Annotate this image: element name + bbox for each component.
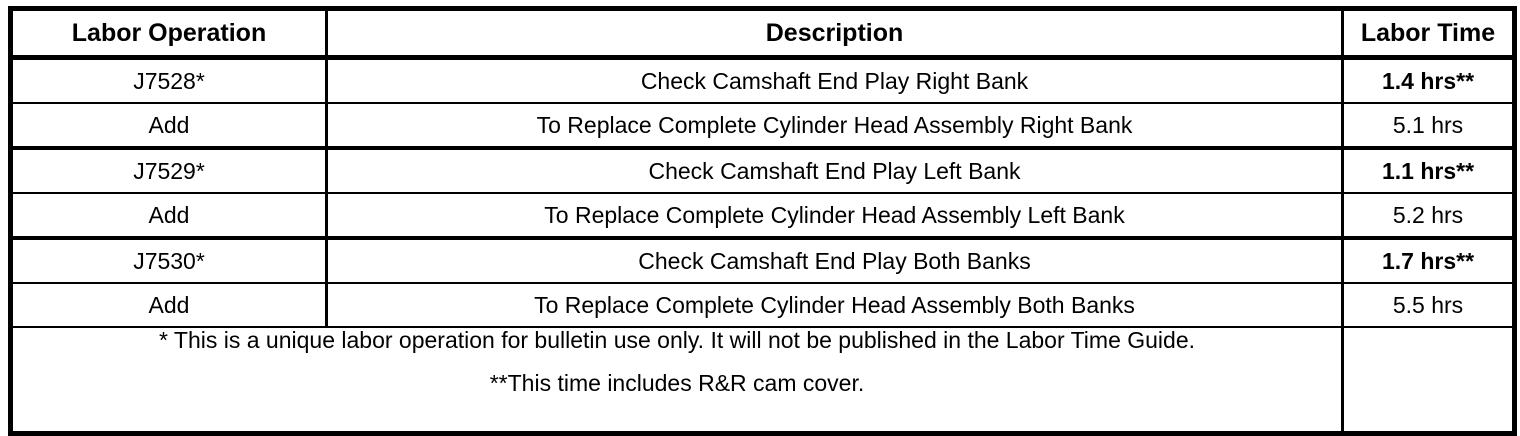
cell-description: To Replace Complete Cylinder Head Assemb… [325, 102, 1344, 148]
labor-operation-sheet: Labor Operation Description Labor Time J… [8, 6, 1517, 436]
cell-labor-operation: Add [9, 102, 328, 148]
table-row: J7529* Check Camshaft End Play Left Bank… [9, 146, 1516, 193]
cell-description: Check Camshaft End Play Both Banks [325, 236, 1344, 283]
footnote-cell: * This is a unique labor operation for b… [9, 326, 1344, 434]
table-row: J7530* Check Camshaft End Play Both Bank… [9, 236, 1516, 283]
cell-labor-time: 1.4 hrs** [1341, 55, 1516, 103]
cell-labor-time: 5.5 hrs [1341, 282, 1516, 327]
cell-description: To Replace Complete Cylinder Head Assemb… [325, 282, 1344, 327]
table-footnote-row: * This is a unique labor operation for b… [9, 326, 1516, 434]
footnote-spacer [19, 353, 1335, 371]
cell-labor-time: 1.1 hrs** [1341, 146, 1516, 193]
cell-labor-operation: Add [9, 192, 328, 238]
table-row: Add To Replace Complete Cylinder Head As… [9, 102, 1516, 148]
table-row: Add To Replace Complete Cylinder Head As… [9, 192, 1516, 238]
cell-labor-time: 5.1 hrs [1341, 102, 1516, 148]
column-header-description: Description [325, 8, 1344, 60]
table-row: Add To Replace Complete Cylinder Head As… [9, 282, 1516, 327]
column-header-labor-operation: Labor Operation [9, 8, 328, 60]
footnote-labor-time-blank-cell [1341, 326, 1516, 434]
table-header-row: Labor Operation Description Labor Time [9, 8, 1516, 60]
cell-labor-operation: Add [9, 282, 328, 327]
table-head: Labor Operation Description Labor Time [9, 8, 1516, 60]
table-body: J7528* Check Camshaft End Play Right Ban… [9, 55, 1516, 434]
cell-labor-time: 1.7 hrs** [1341, 236, 1516, 283]
cell-labor-operation: J7528* [9, 55, 328, 103]
footnote-line-single-asterisk: * This is a unique labor operation for b… [158, 327, 1196, 353]
column-header-labor-time: Labor Time [1341, 8, 1516, 60]
cell-labor-operation: J7530* [9, 236, 328, 283]
cell-description: To Replace Complete Cylinder Head Assemb… [325, 192, 1344, 238]
footnote-line-double-asterisk: **This time includes R&R cam cover. [489, 370, 865, 397]
cell-description: Check Camshaft End Play Right Bank [325, 55, 1344, 103]
labor-operation-table: Labor Operation Description Labor Time J… [8, 6, 1517, 436]
table-row: J7528* Check Camshaft End Play Right Ban… [9, 55, 1516, 103]
cell-description: Check Camshaft End Play Left Bank [325, 146, 1344, 193]
cell-labor-time: 5.2 hrs [1341, 192, 1516, 238]
cell-labor-operation: J7529* [9, 146, 328, 193]
